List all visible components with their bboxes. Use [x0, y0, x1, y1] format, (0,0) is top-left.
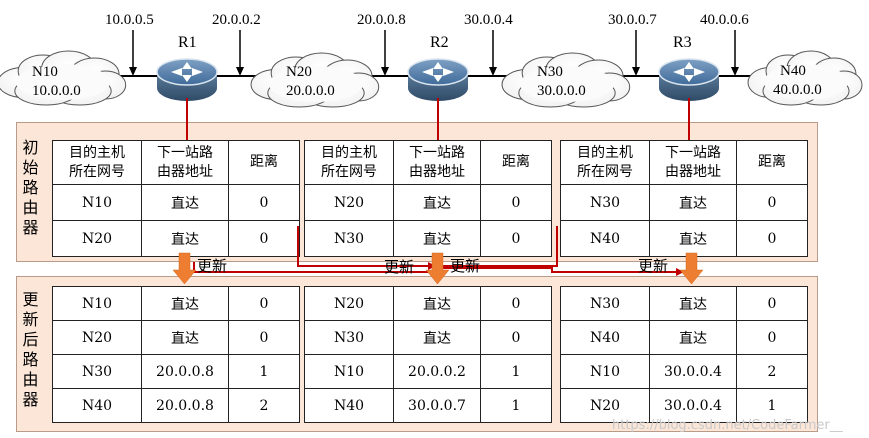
- r3-left-ip: 30.0.0.7: [608, 12, 657, 28]
- cloud-n10: [0, 50, 127, 106]
- n30-addr: 30.0.0.0: [537, 83, 586, 99]
- router-r2-icon: [407, 58, 469, 101]
- n10-name: N10: [32, 64, 58, 80]
- n40-name: N40: [780, 63, 806, 79]
- r1-right-ip: 20.0.0.2: [212, 12, 261, 28]
- r3-name: R3: [673, 34, 692, 51]
- initial-routers-label: 初始路由器: [22, 138, 40, 237]
- router-r3-icon: [658, 58, 720, 101]
- ip-pointer-arrowhead: [129, 67, 137, 76]
- watermark: https://blog.csdn.net/CodeFarmer__: [612, 418, 843, 433]
- next-hop-header: 下一站路由器地址: [649, 140, 737, 185]
- next-hop-header: 下一站路由器地址: [141, 140, 229, 185]
- n20-name: N20: [286, 64, 312, 80]
- distance-header: 距离: [480, 140, 552, 185]
- n30-name: N30: [537, 64, 563, 80]
- ip-pointer-arrowhead: [489, 67, 497, 76]
- r2-right-ip: 30.0.0.4: [464, 12, 513, 28]
- r2-name: R2: [430, 34, 449, 51]
- r3-right-ip: 40.0.0.6: [700, 12, 749, 28]
- arrowhead-r2-left: [428, 262, 436, 270]
- r2-to-r3-update-path: [442, 267, 684, 273]
- network-topology: 10.0.0.5 20.0.0.2 20.0.0.8 30.0.0.4 30.0…: [0, 12, 863, 108]
- r1-left-ip: 10.0.0.5: [105, 12, 154, 28]
- r1-name: R1: [178, 34, 197, 51]
- cloud-n40: [747, 50, 863, 106]
- updated-routers-label: 更新后路由器: [22, 290, 40, 409]
- router-r1-icon: [156, 58, 218, 101]
- dest-header: 目的主机所在网号: [304, 140, 394, 185]
- distance-header: 距离: [736, 140, 808, 185]
- n20-addr: 20.0.0.0: [286, 83, 335, 99]
- arrowhead-r3: [676, 268, 684, 276]
- ip-pointer-arrowhead: [731, 67, 739, 76]
- r1-to-r2-update-path: [193, 262, 436, 273]
- n10-addr: 10.0.0.0: [32, 83, 81, 99]
- dest-header: 目的主机所在网号: [52, 140, 142, 185]
- ip-pointer-arrowhead: [236, 67, 244, 76]
- n40-addr: 40.0.0.0: [773, 82, 822, 98]
- cloud-n20: [250, 52, 380, 108]
- ip-pointer-arrowhead: [381, 67, 389, 76]
- cloud-n30: [501, 52, 631, 108]
- distance-header: 距离: [228, 140, 300, 185]
- next-hop-header: 下一站路由器地址: [393, 140, 481, 185]
- r2-left-ip: 20.0.0.8: [357, 12, 406, 28]
- ip-pointer-arrowhead: [632, 67, 640, 76]
- dest-header: 目的主机所在网号: [560, 140, 650, 185]
